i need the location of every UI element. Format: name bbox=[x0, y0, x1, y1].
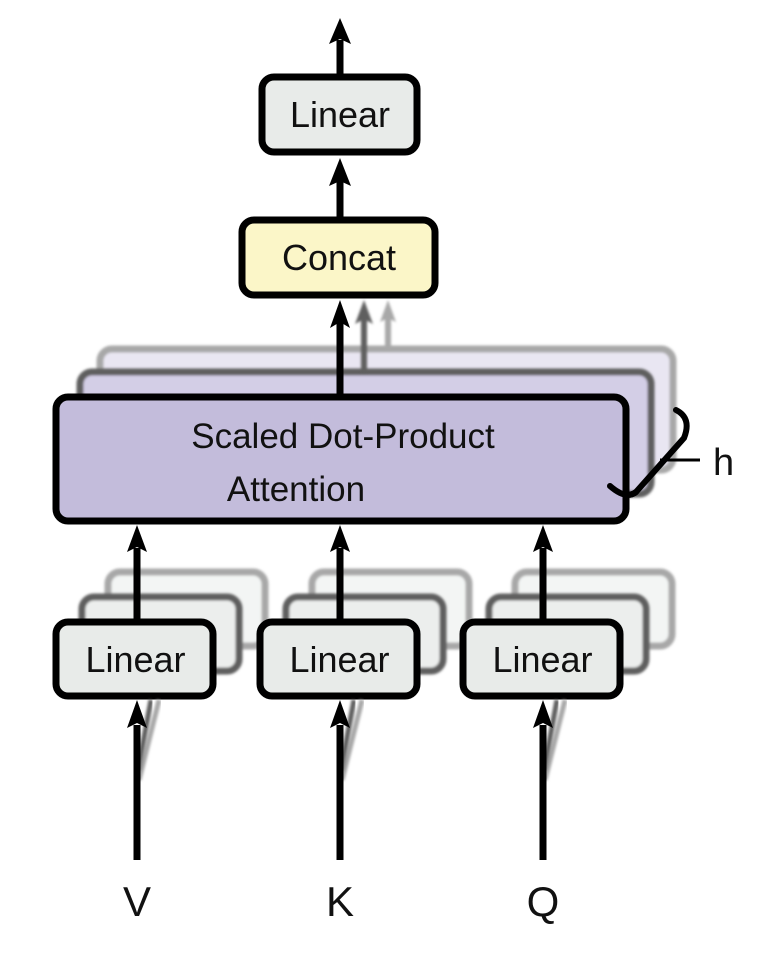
output-linear-box: Linear bbox=[258, 73, 421, 156]
head-1-arrow bbox=[330, 300, 350, 397]
linear-v-to-attention-arrowhead bbox=[127, 525, 147, 552]
heads-brace-front bbox=[607, 483, 639, 498]
input-q-fan-light bbox=[542, 699, 568, 781]
linear-stack-q: Linear bbox=[459, 521, 676, 860]
heads-label: h bbox=[713, 442, 734, 484]
concat-label: Concat bbox=[282, 237, 396, 278]
linear-q-to-attention-arrowhead bbox=[533, 525, 553, 552]
input-v-arrowhead bbox=[127, 700, 147, 728]
linear-stack-v: Linear bbox=[52, 521, 269, 860]
head-3-arrow bbox=[380, 300, 396, 349]
head-2-arrow bbox=[355, 300, 373, 372]
input-k-arrowhead bbox=[330, 700, 350, 728]
input-v-fan-light bbox=[136, 699, 162, 781]
concat-box: Concat bbox=[238, 216, 439, 299]
input-q-label: Q bbox=[527, 878, 560, 925]
output-arrow bbox=[329, 18, 351, 75]
linear-k-to-attention-arrowhead bbox=[330, 525, 350, 552]
output-linear-label: Linear bbox=[290, 94, 390, 135]
linear-k-label: Linear bbox=[289, 639, 389, 680]
linear-q-label: Linear bbox=[492, 639, 592, 680]
input-k-label: K bbox=[326, 878, 354, 925]
attention-label-line1: Scaled Dot-Product bbox=[191, 417, 495, 456]
input-k-fan-light bbox=[339, 699, 365, 781]
input-q-arrowhead bbox=[533, 700, 553, 728]
linear-stack-k: Linear bbox=[256, 521, 473, 860]
linear-v-label: Linear bbox=[85, 639, 185, 680]
attention-label-line2: Attention bbox=[227, 470, 365, 509]
attention-box: Scaled Dot-Product Attention bbox=[52, 393, 630, 525]
input-v-label: V bbox=[123, 878, 151, 925]
concat-to-linear-arrow bbox=[329, 158, 351, 220]
